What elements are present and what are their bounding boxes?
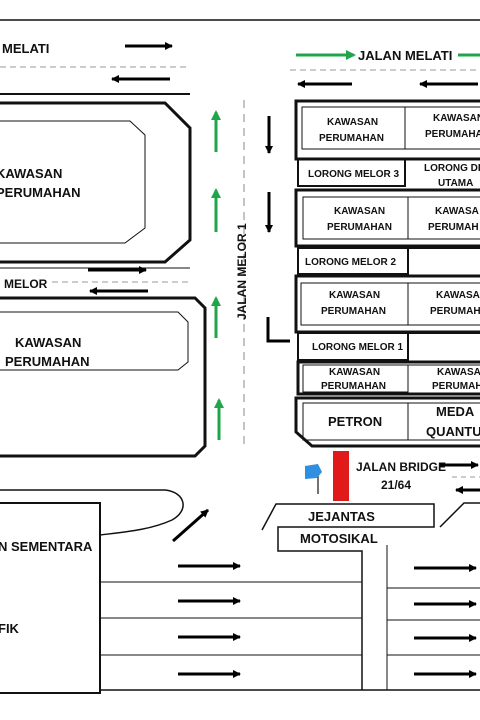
block-label: PERUMAHAN [319, 133, 384, 144]
block-label: KAWASAN [329, 290, 380, 301]
block-label: PERUMAH [430, 306, 480, 317]
block-outline [294, 274, 480, 334]
block-outline [294, 188, 480, 248]
block-label: KAWASAN [327, 117, 378, 128]
block-inner-outline [0, 311, 189, 371]
lane-label-lorong-melor-3: LORONG MELOR 3 [308, 169, 400, 180]
lane-label-lorong-melor-2: LORONG MELOR 2 [305, 257, 397, 268]
block-inner [302, 402, 409, 441]
block-inner-outline [0, 120, 146, 244]
bridge [333, 451, 349, 501]
block-label: KAWASAN [334, 206, 385, 217]
block-label: FIK [0, 621, 20, 636]
traffic-arrow-northeast [172, 508, 209, 543]
block-label: KAWASA [435, 206, 479, 217]
lane-label-lorong-melor-1: LORONG MELOR 1 [312, 342, 404, 353]
road-label-jalan-bridge: JALAN BRIDGE [356, 460, 446, 474]
block-label: KAWASAN [329, 367, 380, 378]
block-label: KAWASAN [433, 113, 480, 124]
block-label-petron: PETRON [328, 414, 382, 429]
block-label: KAWASA [437, 367, 480, 378]
block-label: PERUMAHAN [425, 129, 480, 140]
road-label-jalan-melor-1: JALAN MELOR 1 [235, 223, 249, 320]
jejantas-label: JEJANTAS [308, 509, 375, 524]
jejantas-outline [261, 503, 435, 690]
block-label: QUANTU [426, 424, 480, 439]
lane-box [297, 247, 409, 275]
lane-box [297, 332, 409, 361]
block-label: PERUMAHAN [0, 185, 81, 200]
flag-icon [305, 464, 322, 479]
block-inner [302, 364, 409, 393]
block-label: PERUMAHAN [5, 354, 90, 369]
lane-label: LORONG DI [424, 163, 480, 174]
block-outline [0, 101, 192, 264]
lane-box [297, 158, 406, 187]
block-label: MEDA [436, 404, 475, 419]
block-label: PERUMAHAN [327, 222, 392, 233]
block-inner [300, 282, 409, 326]
road-label-jalan-bridge: 21/64 [381, 478, 411, 492]
road-label-jalan-melati: JALAN MELATI [358, 48, 452, 63]
block-outline [0, 502, 101, 694]
ramp-outline [0, 489, 184, 536]
block-outline [294, 396, 480, 448]
block-label: PERUMAH [428, 222, 479, 233]
block-outline [0, 296, 207, 458]
road-label-melati-left: MELATI [2, 41, 49, 56]
block-label: PERUMAHAN [321, 381, 386, 392]
lane-label: UTAMA [438, 178, 473, 189]
block-inner [302, 196, 409, 240]
road-label-melor: MELOR [4, 277, 48, 291]
block-label: PERUMAH [432, 381, 480, 392]
block-label: N SEMENTARA [0, 539, 93, 554]
block-label: KAWASAN [15, 335, 81, 350]
block-label: KAWASA [436, 290, 480, 301]
turn-arrow-icon [266, 317, 290, 343]
block-label: KAWASAN [0, 166, 62, 181]
ramp-outline [439, 502, 480, 528]
block-inner [301, 106, 406, 150]
block-outline [296, 360, 480, 396]
jejantas-label: MOTOSIKAL [300, 531, 378, 546]
block-label: PERUMAHAN [321, 306, 386, 317]
